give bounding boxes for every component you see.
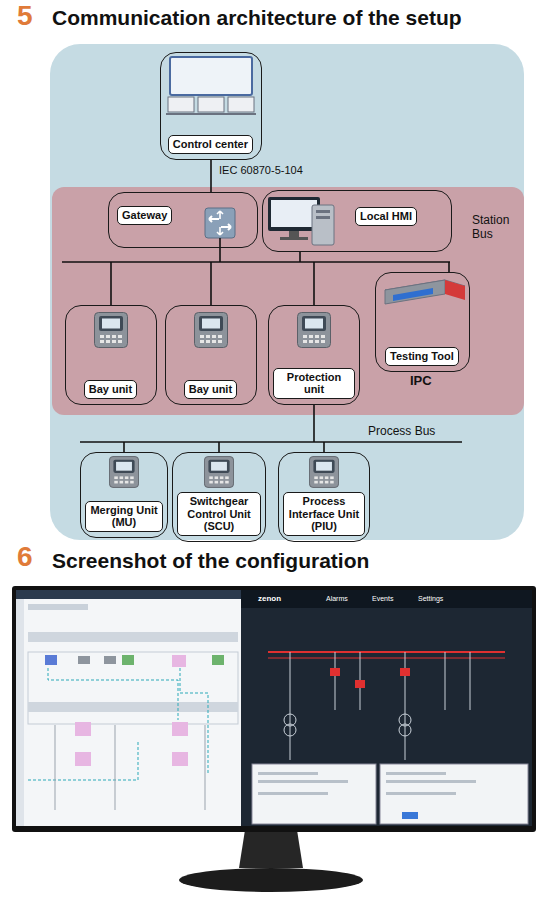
label-box: Gateway: [117, 206, 172, 225]
label-box: Local HMI: [355, 207, 417, 226]
label-box: Bay unit: [184, 380, 237, 399]
node-text: Testing Tool: [390, 350, 454, 362]
bus-label: Station Bus: [472, 214, 520, 242]
screen-text: Settings: [418, 595, 443, 602]
bay-unit-node: Bay unit: [165, 305, 257, 405]
node-text: Protection unit: [287, 371, 341, 396]
testing-tool-icon: [385, 280, 465, 304]
screen-text: Events: [372, 595, 393, 602]
bus-label: Process Bus: [368, 424, 435, 438]
label-box: Testing Tool: [385, 347, 459, 366]
node-text: Merging Unit (MU): [90, 504, 157, 529]
node-text: IPC: [410, 373, 432, 388]
label-box: Protection unit: [273, 368, 355, 399]
label-box: Switchgear Control Unit (SCU): [177, 492, 261, 536]
merging-unit-node: Merging Unit (MU): [80, 452, 168, 538]
monitor-screenshot: [12, 586, 536, 892]
screen-text: zenon: [258, 594, 281, 603]
ipc-band: IPC Gateway Local HMI Bay unit Bay unit Prote…: [52, 187, 524, 415]
node-text: Switchgear Control Unit (SCU): [187, 495, 251, 532]
gateway-node: Gateway: [108, 192, 258, 248]
node-text: Gateway: [122, 209, 167, 221]
device-icons: [95, 313, 339, 488]
node-text: Control center: [173, 138, 248, 150]
label-box: Bay unit: [84, 380, 137, 399]
section-number: 6: [17, 541, 33, 573]
testing-tool-node: Testing Tool: [375, 272, 470, 372]
node-text: Bay unit: [89, 383, 132, 395]
screen-text: Alarms: [326, 595, 348, 602]
hmi-pc-icon: [268, 197, 334, 245]
section-number: 5: [17, 0, 33, 32]
piu-node: Process Interface Unit (PIU): [278, 452, 370, 542]
label-box: Control center: [168, 135, 253, 154]
section-heading: Screenshot of the configuration: [52, 549, 369, 573]
control-center-node: Control center: [160, 52, 262, 160]
bus-lines: [62, 238, 462, 452]
protocol-label: IEC 60870-5-104: [217, 164, 305, 176]
network-switch-icon: [205, 208, 235, 238]
bay-unit-node: Bay unit: [65, 305, 157, 405]
control-center-icon: [166, 57, 256, 114]
label-box: Merging Unit (MU): [85, 501, 163, 532]
region-grounds: [50, 44, 524, 540]
section-heading: Communication architecture of the setup: [52, 6, 462, 30]
node-text: Bay unit: [189, 383, 232, 395]
label-box: Process Interface Unit (PIU): [283, 492, 365, 536]
protection-unit-node: Protection unit: [268, 305, 360, 405]
protocol-link: [210, 160, 212, 192]
node-text: Local HMI: [360, 210, 412, 222]
hmi-node: Local HMI: [262, 190, 452, 252]
band-label: IPC: [410, 373, 432, 388]
scu-node: Switchgear Control Unit (SCU): [172, 452, 266, 542]
node-text: Process Interface Unit (PIU): [289, 495, 359, 532]
